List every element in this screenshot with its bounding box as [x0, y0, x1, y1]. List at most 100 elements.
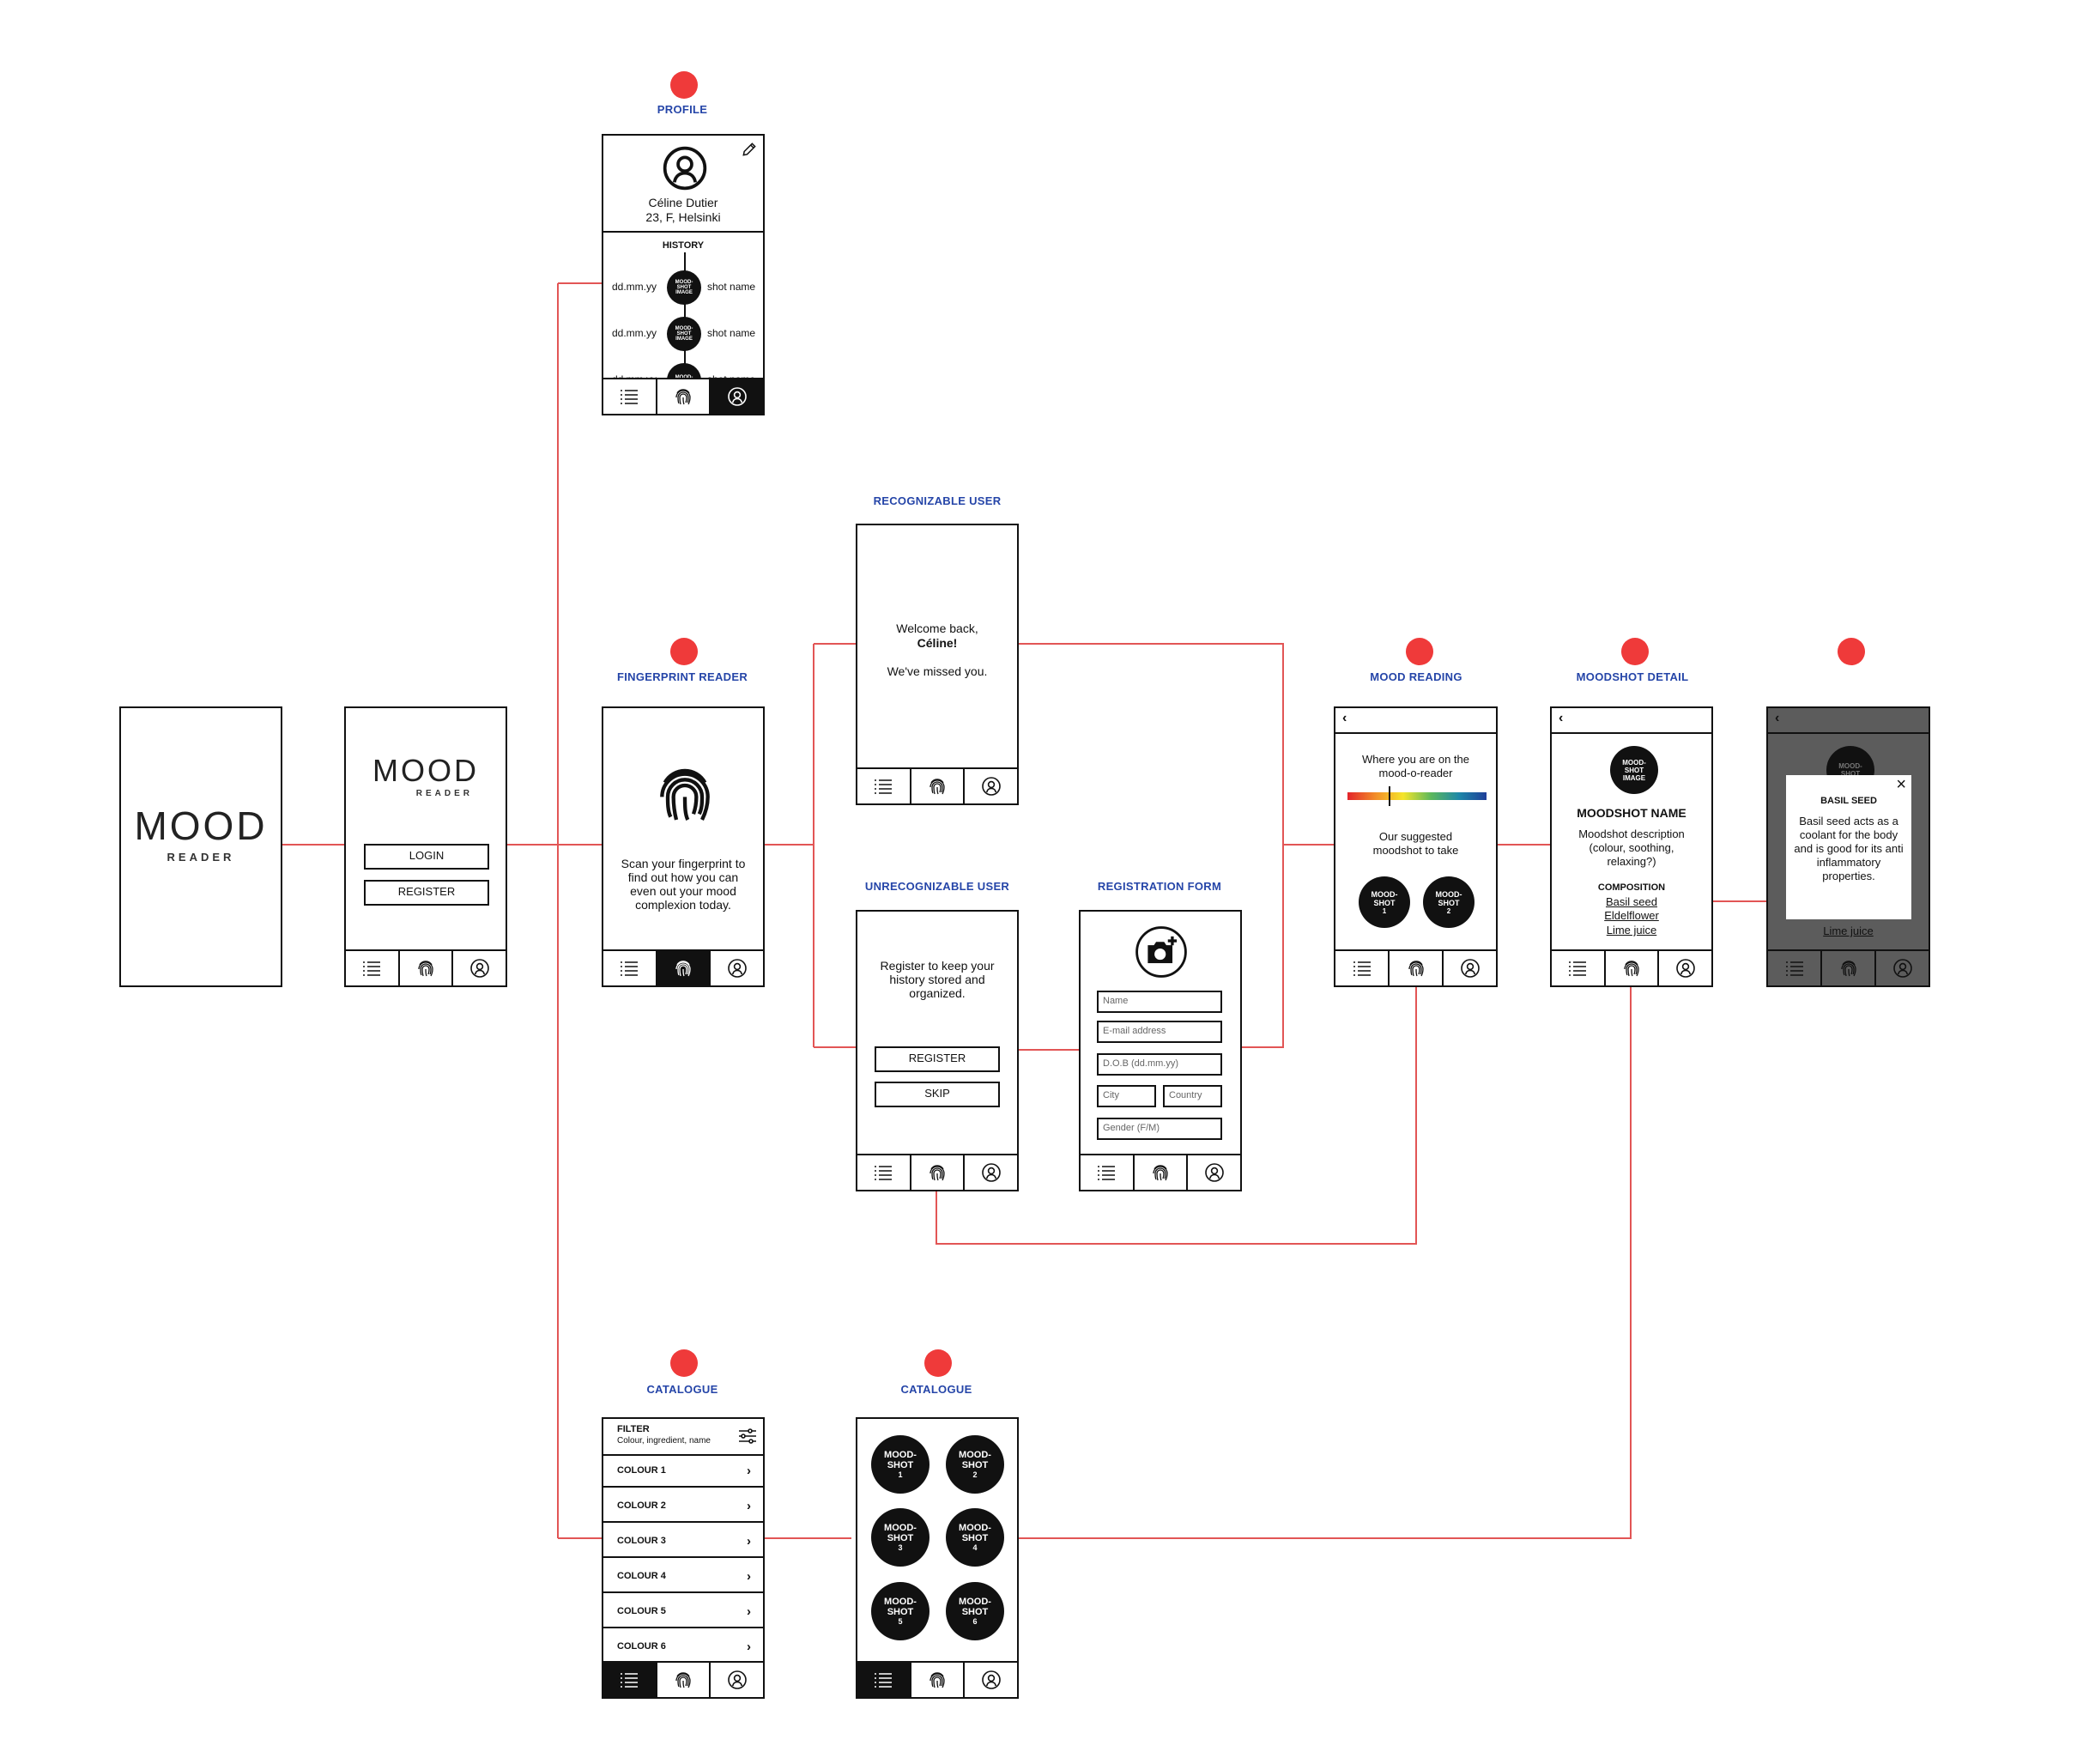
colour-label: COLOUR 2 [617, 1500, 666, 1511]
register-button[interactable]: REGISTER [364, 880, 489, 906]
tab-catalogue[interactable] [857, 769, 911, 803]
chevron-right-icon: › [747, 1499, 751, 1513]
ingredient-link[interactable]: Eldelflower [1604, 909, 1659, 922]
back-icon[interactable]: ‹ [1775, 711, 1780, 725]
user-icon [1460, 958, 1481, 979]
history-entry[interactable]: dd.mm.yy MOOD-SHOT IMAGE shot name [603, 317, 763, 351]
register-button[interactable]: REGISTER [875, 1046, 1000, 1072]
colour-row[interactable]: COLOUR 3› [603, 1525, 763, 1558]
fingerprint-icon [1406, 958, 1426, 979]
tab-catalogue[interactable] [857, 1155, 911, 1190]
screen-title: CATALOGUE [646, 1383, 718, 1396]
colour-label: COLOUR 1 [617, 1465, 666, 1476]
fingerprint-screen: Scan your fingerprint to find out how yo… [602, 706, 765, 987]
tab-fingerprint[interactable] [657, 379, 712, 414]
tab-catalogue[interactable] [603, 379, 657, 414]
colour-row[interactable]: COLOUR 1› [603, 1454, 763, 1488]
tab-profile[interactable] [711, 379, 763, 414]
chevron-right-icon: › [747, 1604, 751, 1619]
tab-profile[interactable] [965, 769, 1017, 803]
tab-fingerprint[interactable] [657, 1663, 712, 1697]
filter-icon[interactable] [737, 1426, 758, 1446]
tab-catalogue[interactable] [1768, 951, 1822, 985]
tab-profile[interactable] [965, 1663, 1017, 1697]
tab-profile[interactable] [1659, 951, 1711, 985]
fingerprint-icon [415, 958, 436, 979]
skip-button[interactable]: SKIP [875, 1082, 1000, 1107]
tab-fingerprint[interactable] [911, 1155, 966, 1190]
logo-subtitle: READER [415, 789, 473, 798]
composition-label: COMPOSITION [1597, 882, 1666, 893]
fingerprint-icon[interactable] [651, 751, 719, 837]
tab-profile[interactable] [711, 1663, 763, 1697]
mood-reader-text: Where you are on the mood-o-reader [1361, 753, 1470, 779]
back-icon[interactable]: ‹ [1559, 711, 1564, 725]
tab-fingerprint[interactable] [911, 1663, 966, 1697]
tab-fingerprint[interactable] [1822, 951, 1876, 985]
name-field[interactable]: Name [1097, 991, 1222, 1013]
tab-fingerprint[interactable] [911, 769, 966, 803]
tab-fingerprint[interactable] [657, 951, 712, 985]
history-entry[interactable]: dd.mm.yy MOOD-SHOT IMAGE shot name [603, 270, 763, 305]
tab-profile[interactable] [1444, 951, 1496, 985]
tab-catalogue[interactable] [1081, 1155, 1135, 1190]
marker-dot [670, 1349, 698, 1377]
colour-row[interactable]: COLOUR 4› [603, 1560, 763, 1593]
mood-indicator [1389, 786, 1390, 806]
marker-dot [1838, 638, 1865, 665]
tab-fingerprint[interactable] [400, 951, 454, 985]
tab-catalogue[interactable] [1335, 951, 1390, 985]
city-field[interactable]: City [1097, 1085, 1156, 1107]
tab-profile[interactable] [453, 951, 506, 985]
tab-profile[interactable] [1188, 1155, 1240, 1190]
gender-field[interactable]: Gender (F/M) [1097, 1118, 1222, 1140]
tab-catalogue[interactable] [603, 951, 657, 985]
tab-profile[interactable] [711, 951, 763, 985]
history-label: HISTORY [662, 240, 705, 251]
tab-catalogue[interactable] [857, 1663, 911, 1697]
camera-plus-icon[interactable] [1135, 925, 1188, 979]
recognizable-user-screen: Welcome back, Céline! We've missed you. [856, 524, 1019, 805]
entry-image-label: MOOD-SHOT IMAGE [675, 326, 693, 342]
fingerprint-instructions: Scan your fingerprint to find out how yo… [621, 857, 746, 912]
ingredient-link[interactable]: Basil seed [1606, 895, 1657, 908]
screen-title: UNRECOGNIZABLE USER [864, 880, 1010, 893]
tab-fingerprint[interactable] [1135, 1155, 1189, 1190]
tab-bar [857, 1154, 1017, 1190]
country-field[interactable]: Country [1163, 1085, 1222, 1107]
colour-row[interactable]: COLOUR 2 › [603, 1489, 763, 1523]
login-button[interactable]: LOGIN [364, 844, 489, 870]
colour-row[interactable]: COLOUR 6› [603, 1630, 763, 1664]
moodshot-label: MOOD-SHOT [959, 1597, 991, 1617]
tab-fingerprint[interactable] [1390, 951, 1444, 985]
tab-profile[interactable] [965, 1155, 1017, 1190]
ingredient-link[interactable]: Lime juice [1606, 924, 1657, 937]
moodshot-label: MOOD-SHOT [884, 1450, 917, 1470]
entry-image: MOOD-SHOT IMAGE [667, 270, 701, 305]
moodshot-number: 4 [972, 1543, 978, 1552]
tab-catalogue[interactable] [1552, 951, 1606, 985]
tab-catalogue[interactable] [346, 951, 400, 985]
back-icon[interactable]: ‹ [1342, 711, 1347, 725]
tab-profile[interactable] [1876, 951, 1929, 985]
moodshot-description: Moodshot description (colour, soothing, … [1578, 827, 1685, 868]
filter-bar[interactable]: FILTER Colour, ingredient, name [603, 1419, 763, 1456]
pencil-icon[interactable] [741, 141, 758, 158]
close-icon[interactable]: × [1896, 775, 1906, 794]
tab-fingerprint[interactable] [1606, 951, 1660, 985]
list-icon [873, 1670, 893, 1690]
email-field[interactable]: E-mail address [1097, 1021, 1222, 1043]
colour-row[interactable]: COLOUR 5› [603, 1595, 763, 1628]
logo-word: MOOD [134, 803, 268, 848]
tab-catalogue[interactable] [603, 1663, 657, 1697]
tab-bar [603, 378, 763, 414]
dob-field[interactable]: D.O.B (dd.mm.yy) [1097, 1053, 1222, 1076]
